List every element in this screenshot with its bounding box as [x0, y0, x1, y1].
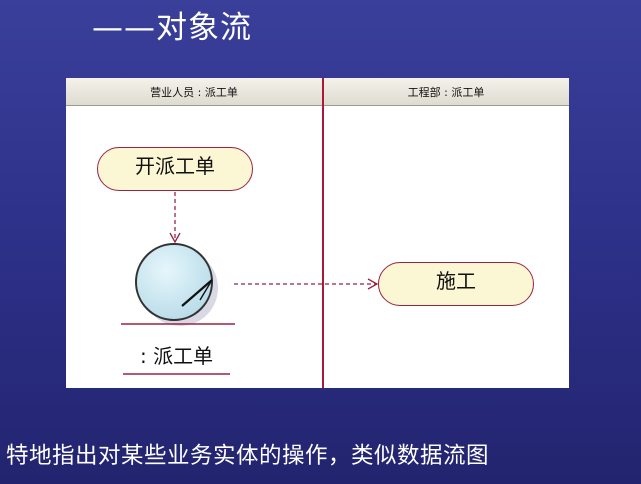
- swimlane-header-sales[interactable]: 营业人员 : 派工单: [66, 78, 323, 106]
- object-state-icon[interactable]: [135, 243, 218, 326]
- slide-caption: 特地指出对某些业务实体的操作，类似数据流图: [6, 443, 490, 469]
- activity-diagram: 营业人员 : 派工单 工程部 : 派工单 开派工单 施工 : 派工: [66, 78, 569, 388]
- activity-construction[interactable]: 施工: [378, 262, 534, 306]
- swimlane-header-engineering[interactable]: 工程部 : 派工单: [323, 78, 569, 106]
- object-name-label: : 派工单: [140, 344, 214, 368]
- swimlane-divider: [322, 78, 324, 388]
- activity-issue-work-order[interactable]: 开派工单: [97, 147, 253, 191]
- slide-title: ——对象流: [92, 10, 252, 46]
- diagram-connectors: [121, 192, 379, 375]
